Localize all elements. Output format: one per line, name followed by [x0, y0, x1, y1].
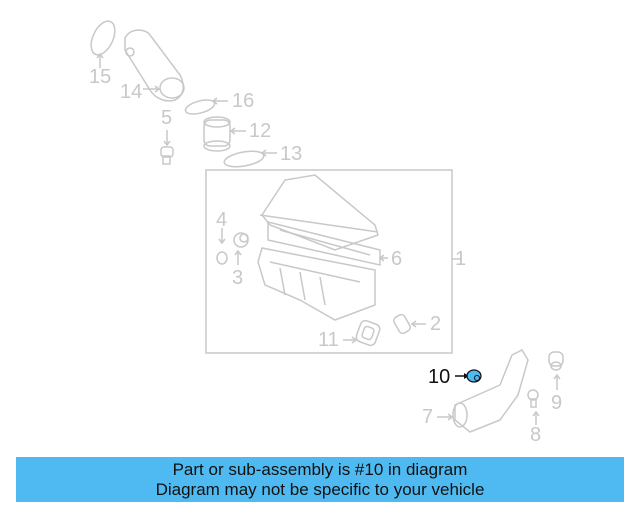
airbox-lid-part-6-icon [259, 174, 388, 266]
duct-part-7-icon [437, 349, 529, 433]
info-banner: Part or sub-assembly is #10 in diagram D… [16, 457, 624, 502]
bolt-part-8-icon [527, 389, 540, 425]
banner-line-2: Diagram may not be specific to your vehi… [155, 480, 485, 499]
callout-9: 9 [551, 392, 563, 414]
callout-6: 6 [391, 248, 403, 270]
banner-line-1: Part or sub-assembly is #10 in diagram [172, 460, 468, 479]
grommet-part-9-icon [548, 351, 564, 390]
parts-diagram: 1 2 3 4 5 6 7 8 9 10 11 12 13 14 15 16 [89, 20, 564, 446]
ring-part-13-icon [223, 149, 277, 168]
parts-diagram-drawing [90, 20, 564, 433]
airbox-bottom-icon [257, 247, 376, 321]
callout-2: 2 [430, 313, 442, 335]
grommet-part-4-icon [216, 228, 228, 265]
callout-5: 5 [161, 107, 173, 129]
hose-part-14-icon [124, 29, 185, 102]
grommet-part-3-icon [233, 232, 249, 265]
callout-4: 4 [216, 209, 228, 231]
callout-1: 1 [455, 248, 467, 270]
highlighted-part-10-icon [455, 369, 482, 383]
callout-11: 11 [318, 329, 339, 351]
callout-15: 15 [89, 66, 112, 88]
callout-16: 16 [232, 90, 255, 112]
callout-13: 13 [280, 143, 303, 165]
callout-3: 3 [232, 267, 244, 289]
gasket-part-16-icon [184, 97, 228, 115]
coupler-part-12-icon [203, 116, 246, 152]
seal-part-11-icon [343, 319, 381, 347]
clamp-part-15-icon [90, 20, 116, 68]
callout-14: 14 [120, 81, 143, 103]
callout-8: 8 [530, 424, 542, 446]
bolt-part-5-icon [160, 130, 174, 165]
callout-12: 12 [249, 120, 272, 142]
assembly-box-1 [205, 169, 453, 354]
callout-10: 10 [428, 366, 451, 388]
plug-part-2-icon [393, 313, 426, 335]
callout-7: 7 [422, 406, 434, 428]
